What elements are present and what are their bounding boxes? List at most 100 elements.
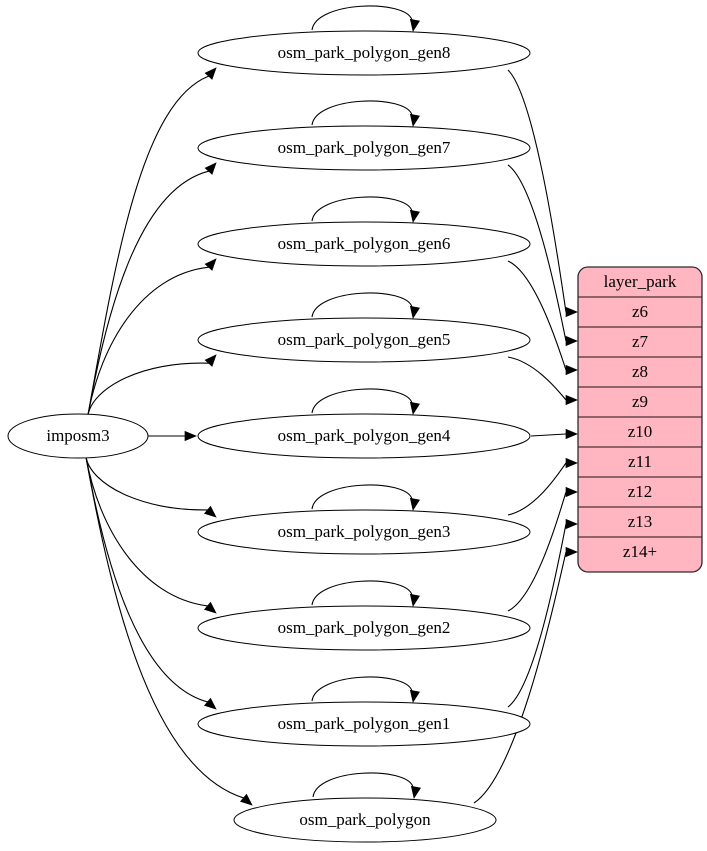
edge-arrowhead-icon: [204, 697, 217, 710]
source-node-group: imposm3: [7, 413, 149, 459]
edge-imposm3-to-gen5: [87, 362, 209, 416]
self-loop-arrowhead-icon: [409, 401, 421, 415]
node-label-gen8: osm_park_polygon_gen8: [278, 43, 451, 62]
edge-gen1-to-z13: [507, 523, 567, 708]
edge-gen8-to-z6: [507, 69, 567, 313]
edge-gen3-to-z11: [507, 462, 567, 516]
node-label-base: osm_park_polygon: [299, 810, 431, 829]
node-ellipse-gen1: [197, 701, 531, 747]
node-ellipse-gen5: [197, 317, 531, 363]
edge-arrowhead-icon: [565, 428, 578, 440]
layer-park-table-body: [577, 266, 703, 573]
table-row-z6[interactable]: z6: [632, 302, 648, 321]
node-gen5[interactable]: osm_park_polygon_gen5: [197, 317, 531, 363]
edge-imposm3-to-gen7: [87, 170, 209, 416]
self-loop-arrowhead-icon: [409, 593, 421, 607]
edge-arrowhead-icon: [204, 505, 217, 518]
node-gen6[interactable]: osm_park_polygon_gen6: [197, 221, 531, 267]
self-loop-arrowhead-icon: [409, 209, 421, 223]
self-loop-gen5: [311, 292, 413, 318]
edge-arrowhead-icon: [204, 354, 217, 367]
edge-imposm3-to-base: [85, 456, 244, 799]
node-imposm3[interactable]: imposm3: [7, 413, 149, 459]
node-label-gen1: osm_park_polygon_gen1: [278, 714, 451, 733]
edge-base-to-z14plus: [473, 551, 567, 804]
node-gen7[interactable]: osm_park_polygon_gen7: [197, 125, 531, 171]
node-label-gen4: osm_park_polygon_gen4: [278, 426, 451, 445]
table-row-z14plus[interactable]: z14+: [623, 542, 657, 561]
edge-arrowhead-icon: [565, 486, 578, 498]
self-loop-arrowhead-icon: [409, 305, 421, 319]
node-label-gen7: osm_park_polygon_gen7: [278, 138, 451, 157]
self-loop-arrowhead-icon: [409, 18, 421, 32]
edge-imposm3-to-gen3: [85, 456, 208, 511]
edge-arrowhead-icon: [565, 457, 578, 469]
layer-park-table: layer_park z6 z7 z8 z9 z10 z11 z12 z13 z14+: [577, 266, 703, 573]
table-row-z12[interactable]: z12: [628, 482, 653, 501]
node-gen4[interactable]: osm_park_polygon_gen4: [197, 413, 531, 459]
table-row-z8[interactable]: z8: [632, 362, 648, 381]
edge-gen7-to-z7: [507, 164, 567, 342]
node-ellipse-base: [233, 797, 497, 843]
self-loop-gen7: [311, 100, 413, 126]
edge-arrowhead-icon: [565, 394, 578, 406]
node-ellipse-gen2: [197, 605, 531, 651]
edge-gen4-to-z10: [530, 433, 567, 437]
polygon-nodes: osm_park_polygon_gen8 osm_park_polygon_ge…: [197, 30, 531, 843]
node-ellipse-gen8: [197, 30, 531, 76]
table-header-label: layer_park: [604, 272, 677, 291]
edge-arrowhead-icon: [240, 793, 253, 806]
edge-arrowhead-icon: [565, 546, 578, 558]
self-loop-arrowhead-icon: [409, 113, 421, 127]
edge-arrowhead-icon: [184, 430, 197, 442]
table-row-z9[interactable]: z9: [632, 392, 648, 411]
self-loop-gen8: [311, 5, 413, 31]
table-row-z11[interactable]: z11: [628, 452, 652, 471]
node-ellipse-gen7: [197, 125, 531, 171]
node-ellipse-gen4: [197, 413, 531, 459]
self-loop-gen6: [311, 196, 413, 222]
self-loop-arrowhead-icon: [409, 689, 421, 703]
self-loop-gen1: [311, 676, 413, 702]
node-label-gen3: osm_park_polygon_gen3: [278, 522, 451, 541]
node-gen2[interactable]: osm_park_polygon_gen2: [197, 605, 531, 651]
edge-gen6-to-z8: [507, 260, 567, 371]
node-label-imposm3: imposm3: [46, 426, 109, 445]
edge-arrowhead-icon: [565, 518, 578, 530]
edge-arrowhead-icon: [204, 162, 217, 175]
node-label-gen2: osm_park_polygon_gen2: [278, 618, 451, 637]
edge-imposm3-to-gen6: [87, 266, 209, 416]
edges-to-layer-park: [473, 69, 578, 804]
node-ellipse-imposm3: [7, 413, 149, 459]
edge-imposm3-to-gen8: [87, 75, 209, 416]
table-row-z13[interactable]: z13: [628, 512, 653, 531]
self-loop-gen4: [311, 388, 413, 414]
edge-arrowhead-icon: [565, 335, 578, 347]
self-loop-gen2: [311, 580, 413, 606]
edge-arrowhead-icon: [204, 258, 217, 271]
node-base[interactable]: osm_park_polygon: [233, 797, 497, 843]
edge-imposm3-to-gen1: [85, 456, 208, 703]
edges-from-imposm3: [85, 67, 253, 806]
table-row-z10[interactable]: z10: [628, 422, 653, 441]
node-ellipse-gen6: [197, 221, 531, 267]
edge-arrowhead-icon: [565, 364, 578, 376]
self-loop-base: [312, 772, 414, 798]
node-gen3[interactable]: osm_park_polygon_gen3: [197, 509, 531, 555]
edge-gen5-to-z9: [507, 356, 567, 401]
node-gen1[interactable]: osm_park_polygon_gen1: [197, 701, 531, 747]
node-gen8[interactable]: osm_park_polygon_gen8: [197, 30, 531, 76]
edge-arrowhead-icon: [204, 67, 217, 80]
self-loop-arrowhead-icon: [410, 785, 422, 799]
node-ellipse-gen3: [197, 509, 531, 555]
edge-imposm3-to-gen2: [85, 456, 208, 607]
edge-gen2-to-z12: [507, 491, 567, 612]
edge-arrowhead-icon: [565, 306, 578, 318]
self-loop-arrowhead-icon: [409, 497, 421, 511]
self-loop-edges: [311, 5, 422, 799]
node-label-gen5: osm_park_polygon_gen5: [278, 330, 451, 349]
node-label-gen6: osm_park_polygon_gen6: [278, 234, 451, 253]
table-row-z7[interactable]: z7: [632, 332, 649, 351]
